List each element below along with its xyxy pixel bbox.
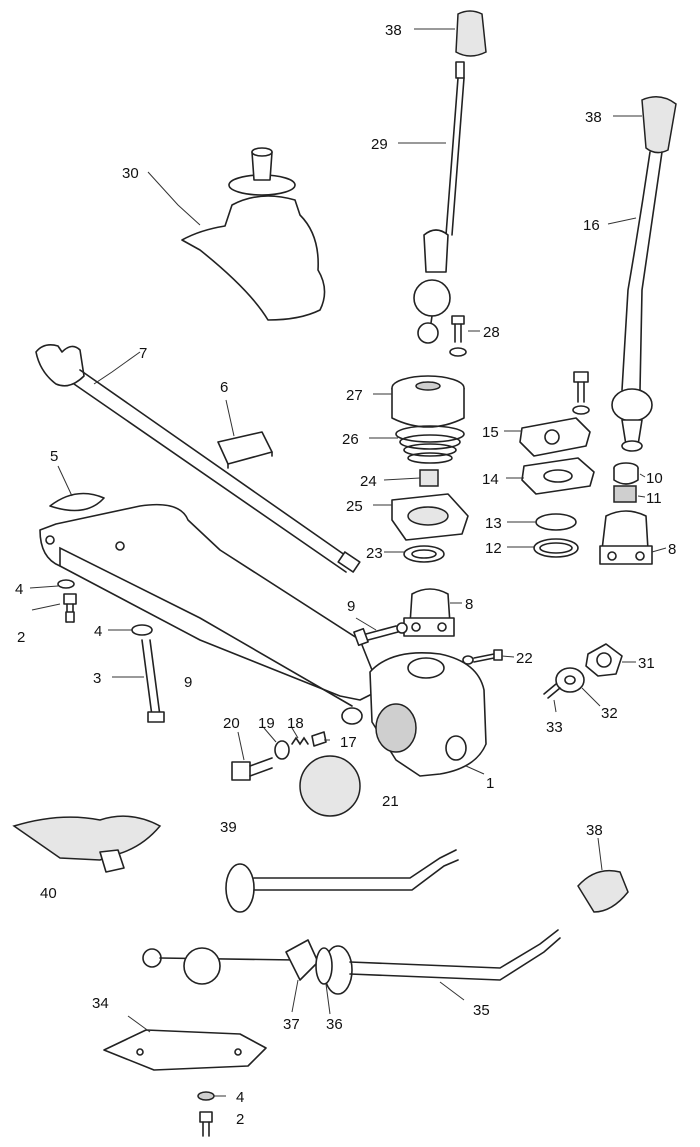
shift-knob-top — [455, 10, 487, 57]
callout-label: 39 — [220, 819, 237, 836]
callout-label: 2 — [17, 629, 25, 646]
nut-24 — [419, 469, 439, 487]
callout-label: 16 — [583, 217, 600, 234]
callout-label: 38 — [585, 109, 602, 126]
pad-block — [217, 431, 273, 469]
plunger-17 — [311, 731, 327, 747]
callout-label: 3 — [93, 670, 101, 687]
callout-label: 35 — [473, 1002, 490, 1019]
callout-labels: 38 29 28 30 38 16 7 6 27 26 15 14 10 11 … — [15, 22, 676, 1128]
long-bolt-3 — [141, 639, 165, 723]
callout-label: 38 — [385, 22, 402, 39]
bolt-22 — [462, 649, 503, 665]
washer-19 — [274, 740, 290, 760]
ring-23 — [403, 545, 445, 563]
callout-label: 11 — [646, 490, 662, 507]
gasket-14 — [521, 457, 595, 495]
rubber-boot — [181, 147, 326, 321]
callout-label: 25 — [346, 498, 363, 515]
callout-label: 6 — [220, 379, 228, 396]
callout-label: 8 — [668, 541, 676, 558]
callout-label: 12 — [485, 540, 502, 557]
washer-32 — [555, 667, 585, 693]
pivot-housing-mid — [403, 588, 455, 637]
callout-label: 24 — [360, 473, 377, 490]
cover-disc-21 — [299, 755, 361, 817]
bush-10 — [613, 462, 639, 485]
bracket-40 — [12, 815, 162, 873]
retainer-plate — [391, 493, 469, 541]
bolt-2-left — [63, 593, 77, 623]
lever-39 — [225, 849, 459, 913]
callout-label: 20 — [223, 715, 240, 732]
ring-13 — [535, 513, 577, 531]
callout-label: 17 — [340, 734, 357, 751]
callout-label: 40 — [40, 885, 57, 902]
callout-label: 15 — [482, 424, 499, 441]
callout-label: 32 — [601, 705, 618, 722]
callout-label: 9 — [184, 674, 192, 691]
long-shift-lever — [611, 151, 663, 452]
cover-cap — [391, 375, 465, 428]
gearbox-housing — [341, 652, 487, 777]
callout-label: 14 — [482, 471, 499, 488]
callout-label: 19 — [258, 715, 275, 732]
main-bracket — [39, 503, 381, 707]
callout-label: 4 — [236, 1089, 244, 1106]
callout-label: 34 — [92, 995, 109, 1012]
mounting-plate-15 — [519, 371, 591, 457]
callout-label: 31 — [638, 655, 655, 672]
callout-label: 23 — [366, 545, 383, 562]
clip-37 — [285, 939, 319, 981]
selector-rod — [35, 344, 361, 573]
spring-11 — [613, 485, 637, 503]
callout-label: 8 — [465, 596, 473, 613]
pin-33 — [543, 683, 561, 699]
shift-knob-right — [641, 96, 677, 154]
plug-31 — [585, 643, 623, 677]
bolt-9 — [353, 622, 408, 647]
cup-5 — [49, 492, 105, 512]
callout-label: 18 — [287, 715, 304, 732]
callout-label: 4 — [94, 623, 102, 640]
bolt-2-bottom — [199, 1111, 213, 1137]
callout-label: 13 — [485, 515, 502, 532]
lever-35 — [142, 929, 561, 995]
callout-label: 38 — [586, 822, 603, 839]
spring-26 — [395, 425, 465, 464]
washer-4-left — [57, 579, 75, 589]
washer-4-mid — [131, 624, 153, 636]
callout-label: 30 — [122, 165, 139, 182]
leader-lines — [29, 28, 667, 1097]
callout-label: 37 — [283, 1016, 300, 1033]
washer-4-bottom — [197, 1091, 215, 1101]
callout-label: 9 — [347, 598, 355, 615]
callout-label: 7 — [139, 345, 147, 362]
callout-label: 5 — [50, 448, 58, 465]
callout-label: 21 — [382, 793, 399, 810]
callout-label: 4 — [15, 581, 23, 598]
callout-label: 33 — [546, 719, 563, 736]
bolt-28 — [449, 315, 467, 357]
washer-36 — [315, 947, 333, 985]
callout-label: 22 — [516, 650, 533, 667]
callout-label: 36 — [326, 1016, 343, 1033]
callout-label: 1 — [486, 775, 494, 792]
callout-label: 10 — [646, 470, 663, 487]
short-shift-lever — [413, 61, 465, 344]
callout-label: 28 — [483, 324, 500, 341]
spring-18 — [291, 736, 309, 746]
shift-knob-bottom — [577, 869, 629, 913]
callout-label: 2 — [236, 1111, 244, 1128]
plate-34 — [103, 1029, 267, 1071]
pivot-housing-right — [599, 510, 653, 565]
ring-12 — [533, 538, 579, 558]
callout-label: 26 — [342, 431, 359, 448]
bolt-20 — [231, 757, 273, 781]
callout-label: 29 — [371, 136, 388, 153]
callout-label: 27 — [346, 387, 363, 404]
